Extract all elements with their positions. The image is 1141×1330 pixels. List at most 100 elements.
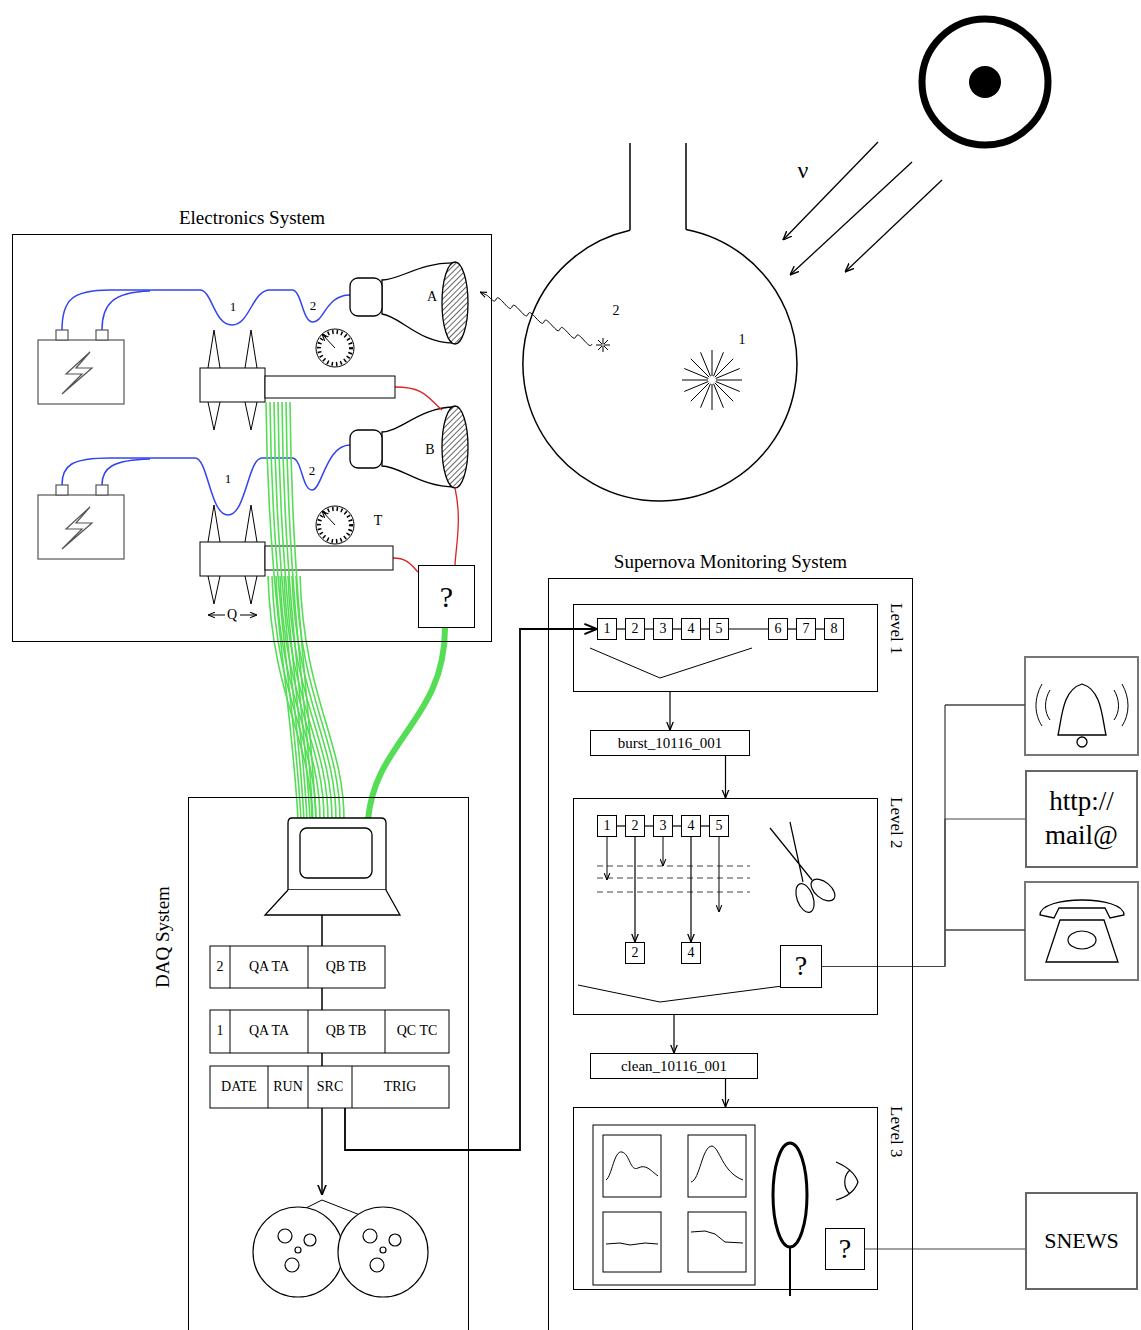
- battery: [62, 352, 92, 394]
- box-label: 4: [688, 621, 695, 636]
- event-flash: [596, 338, 742, 410]
- event-flash: [598, 346, 602, 350]
- box-label: 6: [775, 621, 782, 636]
- data-record: [308, 1010, 309, 1053]
- callout-label: 2: [612, 304, 621, 318]
- callout-label: 1: [738, 333, 747, 347]
- hv-cable: [62, 290, 350, 330]
- cut-arrow: [663, 837, 664, 866]
- table-cell: QA TA: [248, 1024, 290, 1038]
- process-box: clean_10116_001: [590, 1053, 758, 1079]
- battery: [56, 330, 68, 340]
- eye: [836, 1162, 858, 1200]
- process-box: 2: [625, 618, 645, 640]
- connector: [617, 628, 625, 629]
- scissors: [770, 822, 812, 882]
- table-cell: RUN: [272, 1080, 304, 1094]
- photomultiplier: [442, 406, 468, 488]
- connector: [673, 825, 681, 826]
- telephone: [1068, 931, 1096, 949]
- computer: [265, 818, 400, 915]
- table-cell: 1: [216, 1024, 225, 1038]
- event-flash: [604, 345, 610, 346]
- telephone: [1025, 882, 1138, 980]
- battery: [38, 330, 124, 559]
- system-panel: DAQ System: [188, 797, 469, 1330]
- photomultiplier: [442, 262, 468, 344]
- detector-vessel: [629, 143, 631, 230]
- process-box: 4: [681, 815, 701, 837]
- system-panel: Supernova Monitoring SystemLevel 1123456…: [548, 578, 913, 1330]
- event-flash: [716, 369, 740, 379]
- photomultiplier: [350, 262, 468, 488]
- data-cable: [368, 628, 445, 820]
- telephone: [1046, 920, 1118, 962]
- connector: [645, 628, 653, 629]
- system-panel: Electronics System?: [12, 234, 492, 642]
- alarm-bell: [1025, 657, 1138, 755]
- magnifier: [773, 1143, 807, 1247]
- cut-arrow: [607, 837, 608, 880]
- process-box: 8: [824, 618, 844, 640]
- hv-cable: [102, 291, 150, 330]
- tape-reel: [380, 1247, 386, 1253]
- alert-wire: [945, 929, 1025, 930]
- tape-reel: [295, 1247, 301, 1253]
- process-box: burst_10116_001: [590, 730, 750, 756]
- tape-reel: [370, 1258, 384, 1272]
- plot-panel: [603, 1212, 661, 1272]
- clock-dial: [322, 334, 335, 348]
- box-label: 8: [831, 621, 838, 636]
- alarm-bell: [1077, 737, 1087, 747]
- panel-heading: Electronics System: [13, 208, 491, 229]
- scissors: [807, 875, 839, 905]
- event-flash: [716, 382, 740, 392]
- merge-funnel: [578, 985, 790, 1002]
- data-record: [308, 1066, 309, 1108]
- box-label: 2: [632, 621, 639, 636]
- data-record: [230, 1010, 231, 1053]
- event-flash: [715, 359, 733, 377]
- alert-wire: [945, 705, 1025, 966]
- clock-dial: [319, 509, 351, 541]
- cut-level: [597, 866, 750, 892]
- process-box: ?: [418, 565, 475, 628]
- table-cell: QB TB: [325, 960, 368, 974]
- plot-panel: [593, 1125, 755, 1285]
- process-box: 5: [709, 618, 729, 640]
- process-box: 2: [625, 815, 645, 837]
- clock-dial: [316, 329, 354, 544]
- panel-heading: Level 3: [886, 1106, 905, 1157]
- connector: [725, 1079, 726, 1107]
- callout-label: T: [373, 514, 384, 528]
- plot-panel: [688, 1135, 746, 1197]
- event-flash: [701, 352, 711, 376]
- neutrino-arrow: [845, 180, 942, 272]
- event-flash: [598, 340, 602, 344]
- table-cell: QC TC: [396, 1024, 439, 1038]
- event-flash: [682, 380, 708, 381]
- box-label: ?: [839, 1234, 851, 1265]
- data-record: [308, 946, 309, 988]
- tape-reel: [285, 1258, 299, 1272]
- event-flash: [604, 346, 608, 350]
- event-flash: [684, 382, 708, 392]
- event-flash: [603, 346, 604, 352]
- data-cable: [300, 576, 344, 820]
- box-label: 4: [688, 945, 695, 960]
- callout-label: Q: [226, 608, 238, 622]
- connector: [816, 628, 824, 629]
- event-flash: [691, 359, 709, 377]
- process-box: 6: [768, 618, 788, 640]
- plot-panel: [688, 1212, 746, 1272]
- telephone: [1025, 882, 1138, 980]
- box-label: 4: [688, 818, 695, 833]
- battery: [62, 507, 92, 549]
- battery: [38, 495, 124, 559]
- merge-funnel: [590, 648, 752, 678]
- box-label: ?: [795, 951, 807, 982]
- table-cell: 2: [216, 960, 225, 974]
- signal-wire: [455, 488, 458, 565]
- process-box: 4: [681, 942, 701, 964]
